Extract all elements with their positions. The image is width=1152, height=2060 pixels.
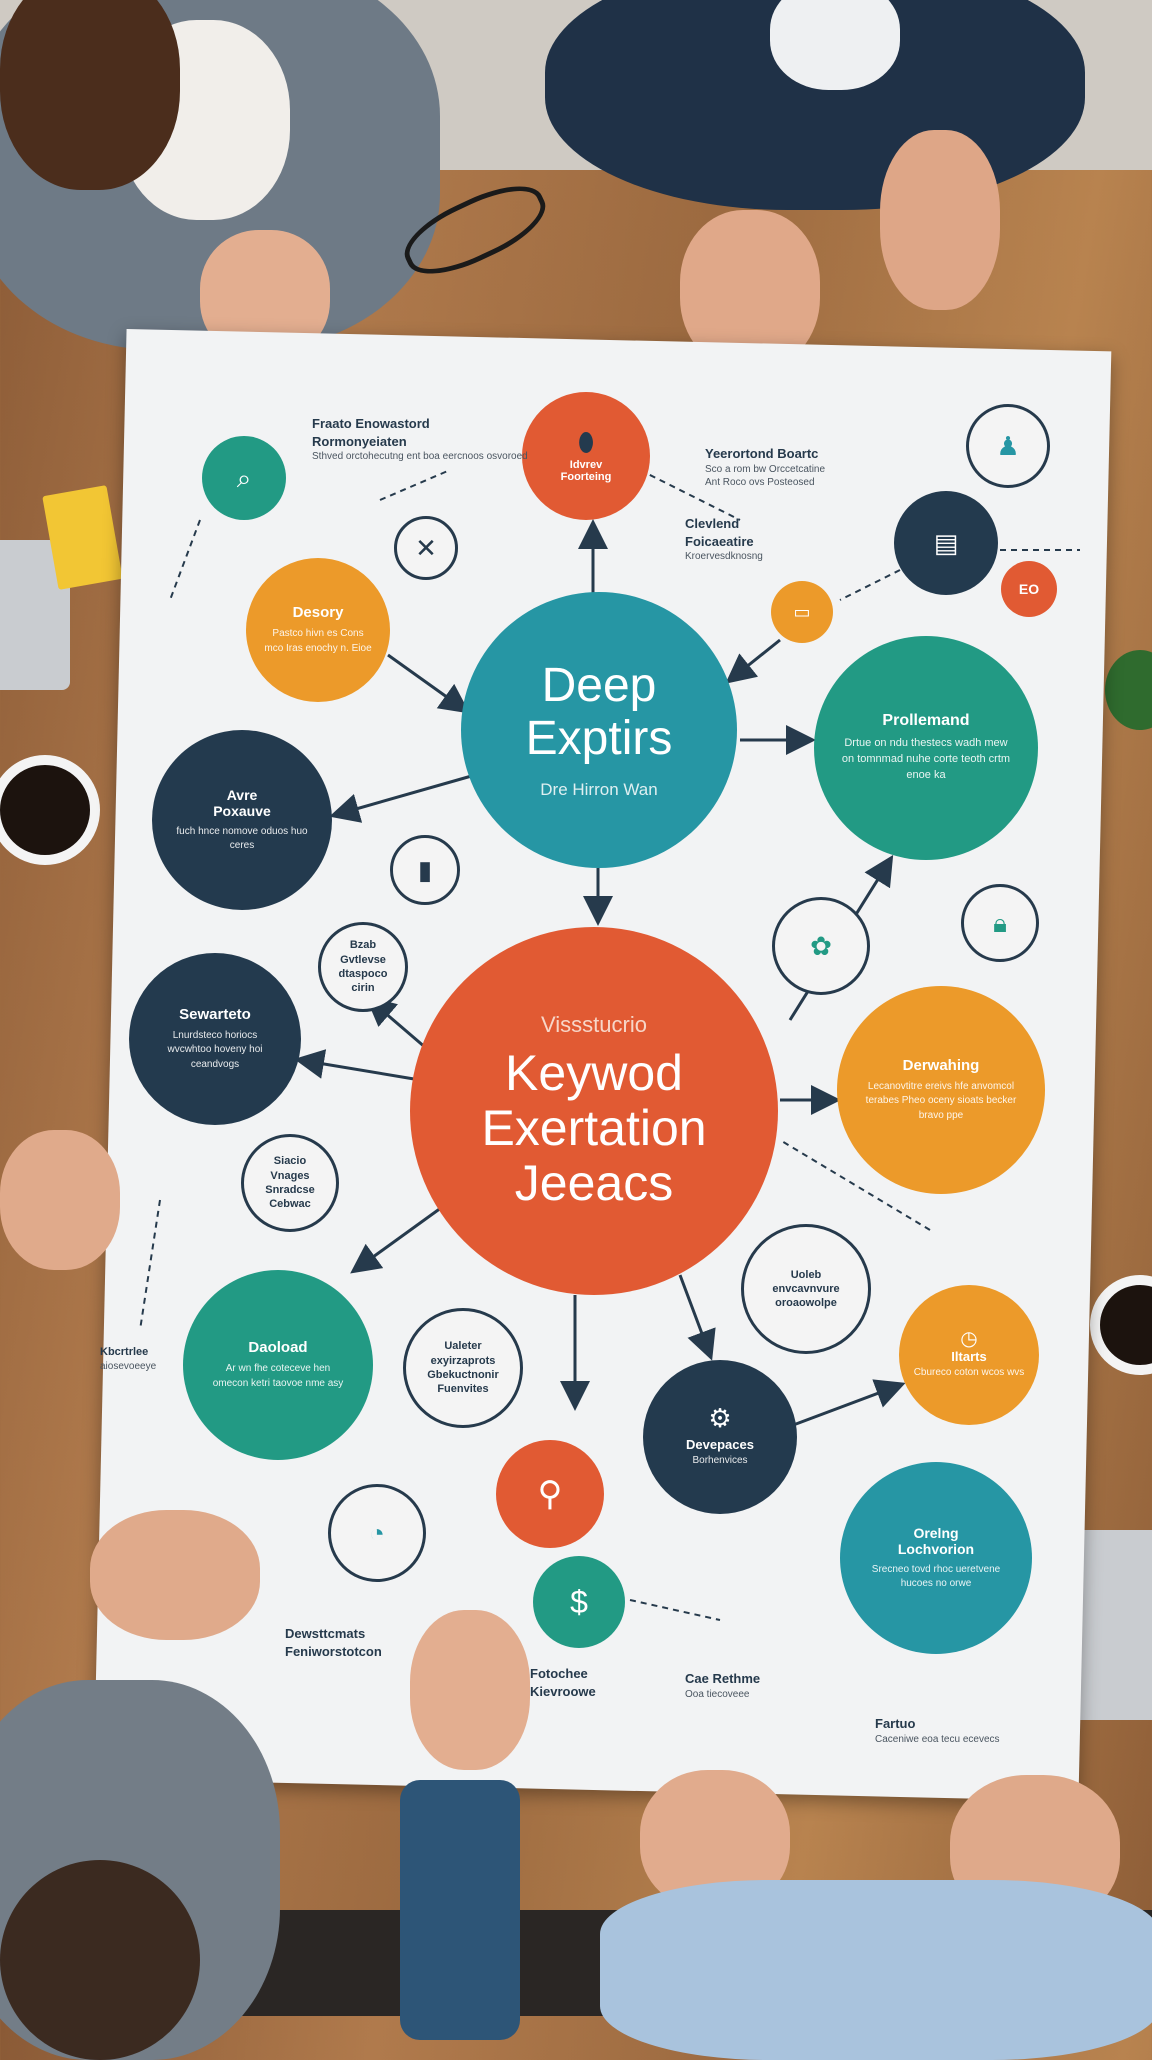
label-bottom-right-b: Fartuo Caceniwe eoa tecu ecevecs (875, 1716, 1000, 1745)
search-icon: ⌕ (236, 463, 252, 493)
node-document-icon: ▤ (894, 491, 998, 595)
outline-node-hands: ✿ (772, 897, 870, 995)
node-small-amber: ▭ (771, 581, 833, 643)
chat-icon: ◔ (369, 1518, 385, 1548)
person-icon: ♟ (996, 431, 1020, 461)
connector (329, 773, 476, 823)
label-bottom-right-a: Cae Rethme Ooa tiecoveee (685, 1671, 761, 1700)
connector (678, 1274, 716, 1361)
outline-node-chat: ◔ (328, 1484, 426, 1582)
label-top-left: Fraato Enowastord Rormonyeiaten Sthved o… (312, 416, 528, 463)
outline-node-idea: ♟ (966, 404, 1050, 488)
label-bottom-mid: Fotochee Kievroowe (530, 1666, 596, 1699)
node-badge: EO (1001, 561, 1057, 617)
lock-icon: 🔒︎ (993, 908, 1007, 938)
connector (779, 1379, 906, 1432)
label-mid-right: Clevlend Foicaeatire Kroervesdknosng (685, 516, 763, 563)
connector (350, 1203, 446, 1274)
label-top-right: Yeerortond Boartc Sco a rom bw Orccetcat… (705, 446, 826, 489)
battery-icon: ▭ (793, 602, 811, 622)
person-top-left-hair (0, 0, 180, 190)
node-devepaces: ⚙ Devepaces Borhenvices (643, 1360, 797, 1514)
handshake-icon: ✿ (810, 931, 832, 961)
outline-node-phone: ▮ (390, 835, 460, 905)
node-pin: ⬮ Idvrev Foorteing (522, 392, 650, 520)
node-prollemand: Prollemand Drtue on ndu thestecs wadh me… (814, 636, 1038, 860)
person-bottom-right-sleeve (600, 1880, 1152, 2060)
gear-icon: ⚙ (708, 1403, 732, 1434)
node-search: ⚲ (496, 1440, 604, 1548)
connector (387, 653, 470, 714)
node-derwahing: Derwahing Lecanovtitre ereivs hfe anvomc… (837, 986, 1045, 1194)
connector (725, 638, 781, 684)
hand-bottom-center (410, 1610, 530, 1770)
node-daoload: Daoload Ar wn fhe coteceve hen omecon ke… (183, 1270, 373, 1460)
node-avre: Avre Poxauve fuch hnce nomove oduos huo … (152, 730, 332, 910)
hand-left-edge (0, 1130, 120, 1270)
hand-bottom-left (90, 1510, 260, 1640)
node-keyword-extraction: Vissstucrio Keywod Exertation Jeeacs (410, 927, 778, 1295)
coffee-cup-left (0, 755, 100, 865)
compass-icon: ✕ (415, 533, 437, 563)
document-icon: ▤ (933, 528, 959, 558)
person-bottom-center-sleeve (400, 1780, 520, 2040)
connector-lines (139, 469, 1080, 1621)
dollar-icon: $ (570, 1584, 588, 1620)
node-iltarts: ◷ Iltarts Cbureco coton wcos wvs (899, 1285, 1039, 1425)
connector (294, 1049, 421, 1082)
person-bottom-left-head (0, 1860, 200, 2060)
label-left-small: Kbcrtrlee aiosevoeeye (100, 1346, 157, 1372)
hand-top-right (880, 130, 1000, 310)
person-top-right-shirt (770, 0, 900, 90)
node-sewarteto: Sewarteto Lnurdsteco horiocs wvcwhtoo ho… (129, 953, 301, 1125)
node-small-teal: ⌕ (202, 436, 286, 520)
phone-icon: ▮ (417, 855, 433, 885)
label-bottom-left: Dewsttcmats Feniworstotcon (285, 1626, 382, 1659)
magnifier-icon: ⚲ (537, 1475, 563, 1513)
node-deep-exptirs: Deep Exptirs Dre Hirron Wan (461, 592, 737, 868)
outline-node-compass: ✕ (394, 516, 458, 580)
clock-icon: ◷ (960, 1328, 978, 1351)
node-lock: 🔒︎ (961, 884, 1039, 962)
node-dollar: $ (533, 1556, 625, 1648)
map-pin-icon: ⬮ (577, 427, 595, 457)
node-orelng: Orelng Lochvorion Srecneo tovd rhoc uere… (840, 1462, 1032, 1654)
node-desory: Desory Pastco hivn es Cons mco Iras enoc… (246, 558, 390, 702)
